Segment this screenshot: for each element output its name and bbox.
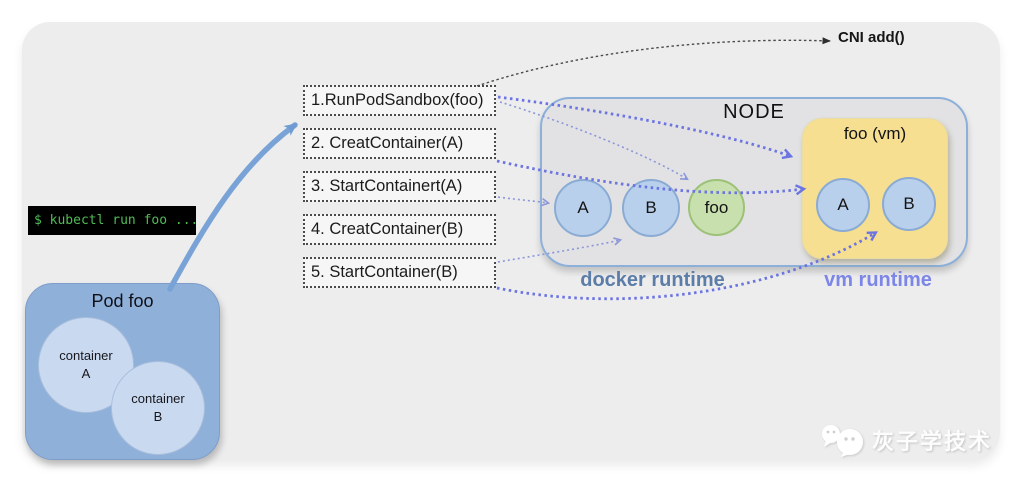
- kubectl-command: $ kubectl run foo ...: [34, 213, 199, 228]
- vm-runtime-label: vm runtime: [824, 269, 932, 291]
- step-create-container-a: 2. CreatContainer(A): [303, 128, 496, 159]
- foo-vm-title: foo (vm): [843, 124, 907, 143]
- cni-add-label: CNI add(): [838, 29, 905, 46]
- docker-container-b: B: [622, 179, 680, 237]
- step-create-container-b: 4. CreatContainer(B): [303, 214, 496, 245]
- kubectl-terminal: $ kubectl run foo ...: [28, 206, 199, 235]
- watermark: 灰子学技术: [820, 421, 992, 459]
- pod-container-a-word: container: [59, 348, 113, 364]
- pod-container-a-letter: A: [81, 366, 91, 381]
- step-run-pod-sandbox: 1.RunPodSandbox(foo): [303, 85, 496, 116]
- docker-sandbox-foo: foo: [688, 179, 745, 236]
- pod-container-b-word: container: [131, 391, 185, 407]
- docker-container-a: A: [554, 179, 612, 237]
- pod-container-b: container B: [111, 361, 205, 455]
- docker-runtime-label: docker runtime: [580, 269, 725, 291]
- vm-container-a: A: [816, 178, 870, 232]
- vm-container-b: B: [882, 177, 936, 231]
- pod-container-b-letter: B: [153, 409, 163, 424]
- step-start-container-a: 3. StartContainert(A): [303, 171, 496, 202]
- step-start-container-b: 5. StartContainer(B): [303, 257, 496, 288]
- pod-foo-title: Pod foo: [91, 291, 154, 311]
- wechat-logo-icon: [822, 425, 863, 457]
- watermark-text: 灰子学技术: [872, 430, 993, 455]
